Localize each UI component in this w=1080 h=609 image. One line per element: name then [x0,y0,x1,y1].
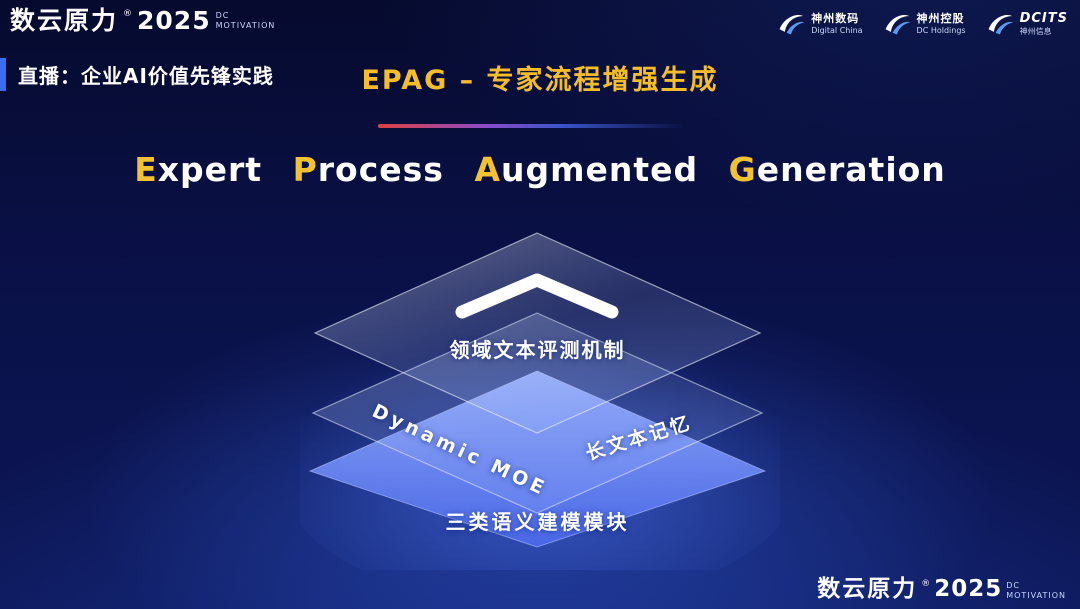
brand-registered-mark: ® [123,9,133,19]
logo-subname: Digital China [811,25,863,35]
logo-subname: DC Holdings [916,25,966,35]
chevron-up-icon [455,273,619,319]
brand-registered-mark: ® [921,579,931,589]
bottom-layer-label: 三类语义建模模块 [445,510,630,534]
dcits-swoosh-icon [988,15,1013,35]
slide-title: EPAG – 专家流程增强生成 [361,65,719,96]
brand-dc: DC [1006,581,1020,590]
logo-dcits: DCITS 神州信息 [986,10,1068,38]
logo-text: DCITS 神州信息 [1020,11,1068,37]
top-layer-label: 领域文本评测机制 [449,338,626,362]
brand-year: 2025 [934,576,1003,602]
logo-digital-china: 神州数码 Digital China [777,10,863,38]
title-word-initial: P [292,150,318,189]
dc-holdings-swoosh-icon [885,15,910,35]
brand-logo-bottom-right: 数云原力 ® 2025 DC MOTIVATION [817,578,1066,601]
title-word-initial: G [728,150,757,189]
brand-logo-top-left: 数云原力 ® 2025 DC MOTIVATION [10,8,275,33]
digital-china-swoosh-icon [779,15,805,35]
corporate-logos: 神州数码 Digital China 神州控股 DC Holdings DCIT… [777,10,1068,38]
layer-stack-diagram [300,232,780,570]
title-word: Augmented [474,150,698,189]
live-stream-label: 直播：企业AI价值先锋实践 [0,58,274,91]
title-word: Generation [729,150,946,189]
brand-motivation: MOTIVATION [1006,590,1066,600]
title-word-rest: eneration [756,150,946,189]
title-word-initial: A [474,150,501,189]
title-word-rest: rocess [317,150,444,189]
title-word-initial: E [134,150,158,189]
brand-name: 数云原力 [10,6,119,35]
top-layer [313,232,762,434]
english-title: Expert Process Augmented Generation [0,150,1080,189]
logo-text: 神州数码 Digital China [811,12,862,36]
logo-dc-holdings: 神州控股 DC Holdings [883,10,966,38]
title-divider [378,124,684,128]
logo-subname: 神州信息 [1019,27,1052,37]
brand-dc: DC [215,11,230,20]
title-word: Process [293,150,444,189]
brand-name: 数云原力 [817,576,918,602]
logo-name: 神州控股 [916,12,965,26]
title-word-rest: xpert [157,150,263,189]
brand-motivation: MOTIVATION [215,20,276,30]
brand-subtext: DC MOTIVATION [1006,581,1066,600]
logo-name: DCITS [1019,10,1068,26]
title-word-rest: ugmented [501,150,699,189]
logo-name: 神州数码 [811,12,860,26]
logo-text: 神州控股 DC Holdings [917,12,966,36]
brand-subtext: DC MOTIVATION [216,11,276,30]
brand-year: 2025 [137,6,211,35]
title-word: Expert [134,150,262,189]
